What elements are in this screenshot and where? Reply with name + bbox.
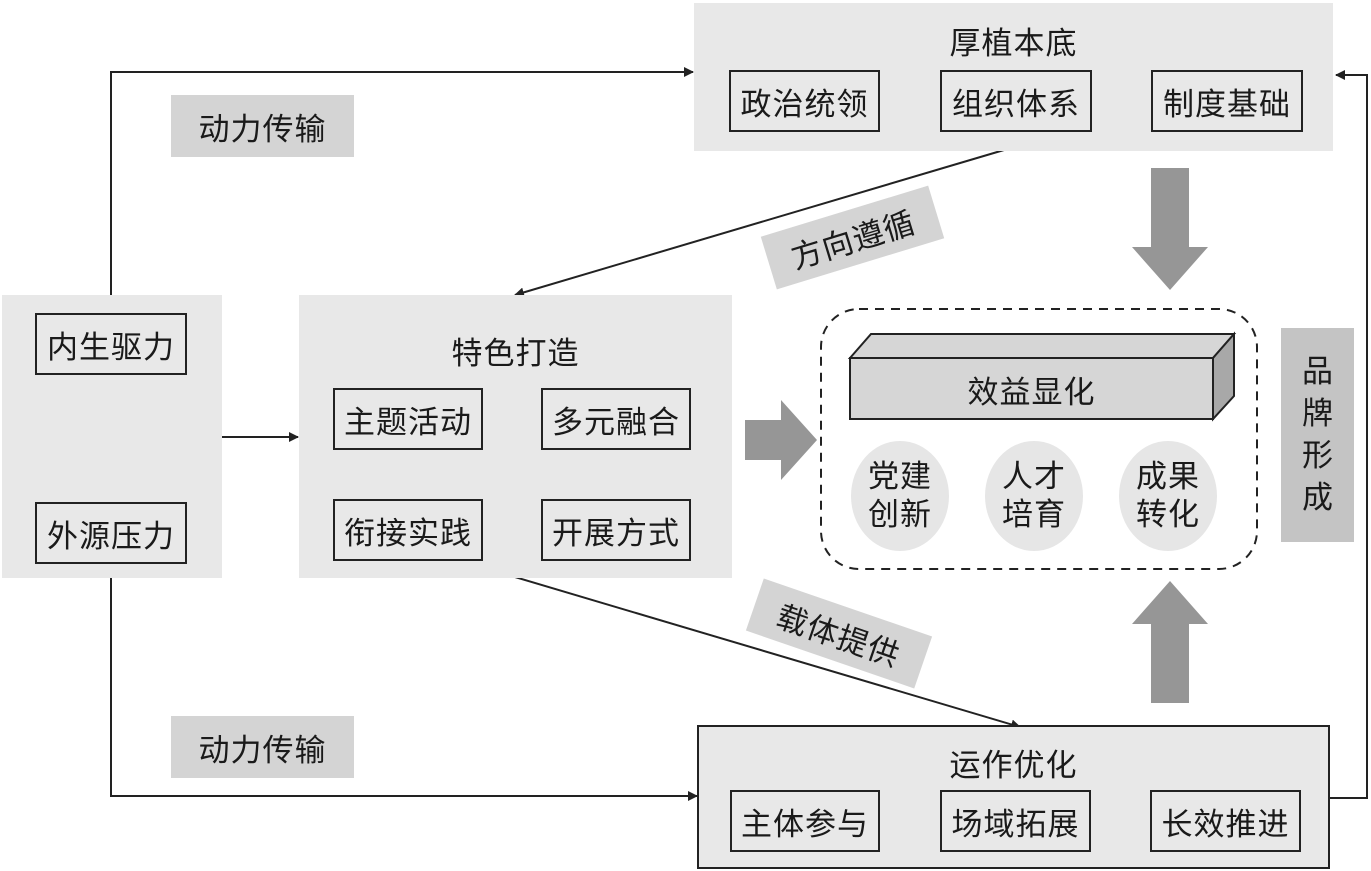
- power-transmission-tag-top: 动力传输: [171, 95, 354, 157]
- benefit-circle-talent[interactable]: 人才培育: [985, 441, 1083, 551]
- operation-item-long-term[interactable]: 长效推进: [1150, 790, 1301, 852]
- feature-item-method[interactable]: 开展方式: [541, 499, 691, 561]
- benefit-circle-talent-line1: 人才: [1002, 459, 1066, 495]
- brand-feedback-line: [1329, 70, 1368, 799]
- driver-external[interactable]: 外源压力: [35, 502, 187, 564]
- operation-item-field-expansion[interactable]: 场域拓展: [940, 790, 1091, 852]
- brand-char-2: 牌: [1302, 396, 1333, 432]
- carrier-line: [507, 574, 1021, 730]
- benefit-circle-result-line1: 成果: [1136, 459, 1200, 495]
- brand-char-1: 品: [1302, 354, 1333, 390]
- feature-item-multi-fusion[interactable]: 多元融合: [541, 388, 691, 450]
- feature-item-practice-link[interactable]: 衔接实践: [333, 499, 483, 561]
- block-arrow-up: [1132, 581, 1208, 703]
- benefit-circle-result-line2: 转化: [1136, 497, 1200, 533]
- foundation-item-organization[interactable]: 组织体系: [940, 70, 1092, 132]
- foundation-item-politics[interactable]: 政治统领: [729, 70, 880, 132]
- driver-internal[interactable]: 内生驱力: [35, 313, 187, 375]
- benefit-title: 效益显化: [967, 375, 1096, 411]
- benefit-circle-talent-line2: 培育: [1002, 497, 1066, 533]
- power-line-bottom: [110, 578, 698, 801]
- brand-char-4: 成: [1302, 480, 1333, 516]
- feature-item-theme-activity[interactable]: 主题活动: [333, 388, 483, 450]
- direction-line: [514, 149, 1005, 298]
- benefit-circle-party-line2: 创新: [868, 497, 932, 533]
- block-arrow-right: [745, 400, 817, 480]
- feature-title: 特色打造: [451, 336, 580, 372]
- benefit-circle-party[interactable]: 党建创新: [851, 441, 949, 551]
- power-line-top: [110, 67, 694, 295]
- operation-title: 运作优化: [949, 748, 1078, 784]
- benefit-circle-result[interactable]: 成果转化: [1119, 441, 1217, 551]
- brand-char-3: 形: [1302, 438, 1333, 474]
- power-transmission-tag-bottom: 动力传输: [171, 716, 354, 778]
- foundation-title: 厚植本底: [949, 26, 1078, 62]
- benefit-circle-party-line1: 党建: [868, 459, 932, 495]
- benefit-container: [820, 308, 1258, 570]
- benefit-bar-top: [847, 333, 1237, 359]
- brand-formation-tag: 品 牌 形 成: [1281, 328, 1354, 542]
- operation-item-participants[interactable]: 主体参与: [730, 790, 880, 852]
- block-arrow-down: [1132, 168, 1208, 290]
- foundation-item-institution[interactable]: 制度基础: [1151, 70, 1303, 132]
- benefit-bar-front: [849, 357, 1214, 420]
